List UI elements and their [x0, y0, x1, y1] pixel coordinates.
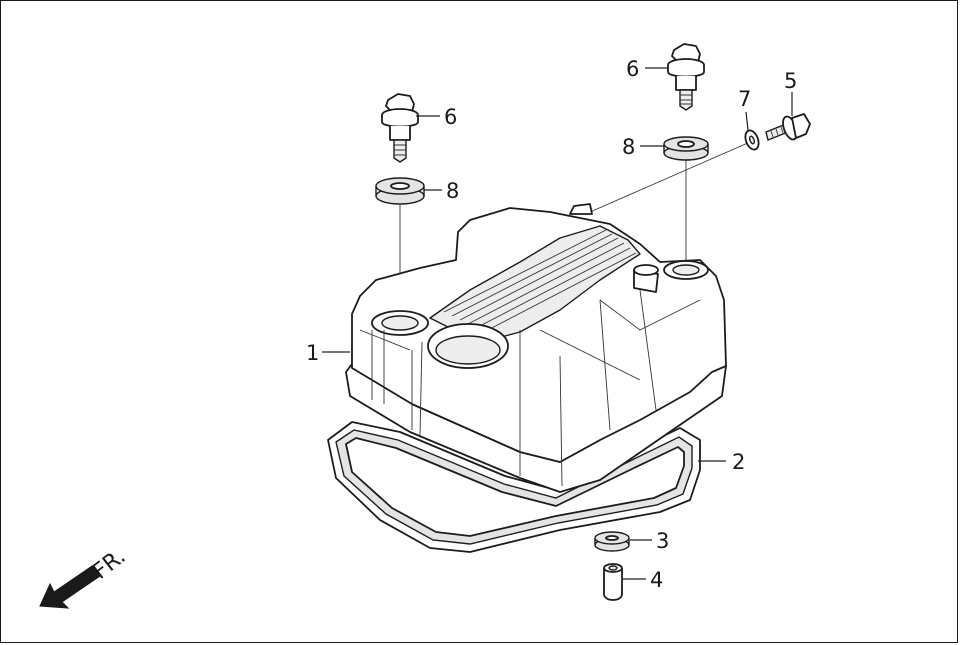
front-direction-arrow-icon — [39, 565, 101, 609]
cylinder-head-cover-part-1 — [345, 203, 727, 493]
callout-3: 3 — [656, 529, 669, 553]
small-bolt-part-5 — [765, 113, 811, 141]
washer-left-part-8 — [375, 177, 425, 205]
callout-1: 1 — [306, 341, 319, 365]
flange-bolt-left-part-6 — [381, 93, 419, 163]
leader-7 — [745, 111, 749, 131]
dowel-pin-part-4 — [603, 563, 623, 601]
callout-2: 2 — [732, 450, 745, 474]
guide-line-small-bolt — [589, 141, 751, 213]
callout-6-right: 6 — [626, 57, 639, 81]
callout-7: 7 — [738, 87, 751, 111]
washer-small-part-7 — [744, 129, 760, 151]
callout-8-left: 8 — [446, 179, 459, 203]
callout-4: 4 — [650, 568, 663, 592]
callout-6-left: 6 — [444, 105, 457, 129]
callout-8-right: 8 — [622, 135, 635, 159]
rubber-seal-part-3 — [594, 531, 630, 552]
gasket-part-2 — [327, 421, 701, 553]
callout-5: 5 — [784, 69, 797, 93]
washer-right-part-8 — [663, 136, 709, 161]
flange-bolt-right-part-6 — [667, 43, 705, 111]
